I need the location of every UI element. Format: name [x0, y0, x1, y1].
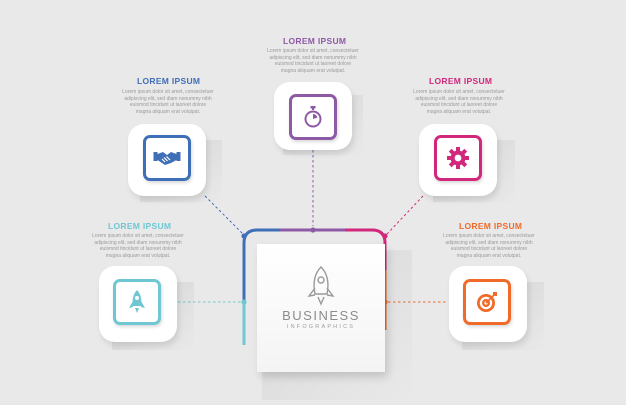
item-tile-handshake	[143, 135, 191, 181]
item-title-handshake: LOREM IPSUM	[137, 76, 201, 86]
item-tile-gear	[434, 135, 482, 181]
item-tile-rocket	[113, 279, 161, 325]
item-tile-target	[463, 279, 511, 325]
rocket-icon	[129, 290, 145, 313]
item-body-handshake: Lorem ipsum dolor sit amet, consectetuer…	[122, 89, 214, 115]
gear-icon	[447, 147, 469, 169]
item-body-target: Lorem ipsum dolor sit amet, consectetuer…	[443, 233, 535, 259]
item-title-target: LOREM IPSUM	[459, 221, 523, 231]
center-title: BUSINESS	[282, 308, 360, 323]
item-title-gear: LOREM IPSUM	[429, 76, 493, 86]
item-title-rocket: LOREM IPSUM	[108, 221, 172, 231]
stopwatch-icon	[304, 106, 322, 128]
item-body-stopwatch: Lorem ipsum dolor sit amet, consectetuer…	[267, 48, 359, 74]
item-tile-stopwatch	[289, 94, 337, 140]
center-subtitle: INFOGRAPHICS	[286, 324, 356, 330]
item-body-rocket: Lorem ipsum dolor sit amet, consectetuer…	[92, 233, 184, 259]
target-icon	[477, 292, 497, 312]
rocket-icon	[307, 266, 335, 306]
item-title-stopwatch: LOREM IPSUM	[283, 36, 347, 46]
item-body-gear: Lorem ipsum dolor sit amet, consectetuer…	[413, 89, 505, 115]
center-box: BUSINESS INFOGRAPHICS	[257, 244, 385, 372]
handshake-icon	[153, 152, 181, 165]
